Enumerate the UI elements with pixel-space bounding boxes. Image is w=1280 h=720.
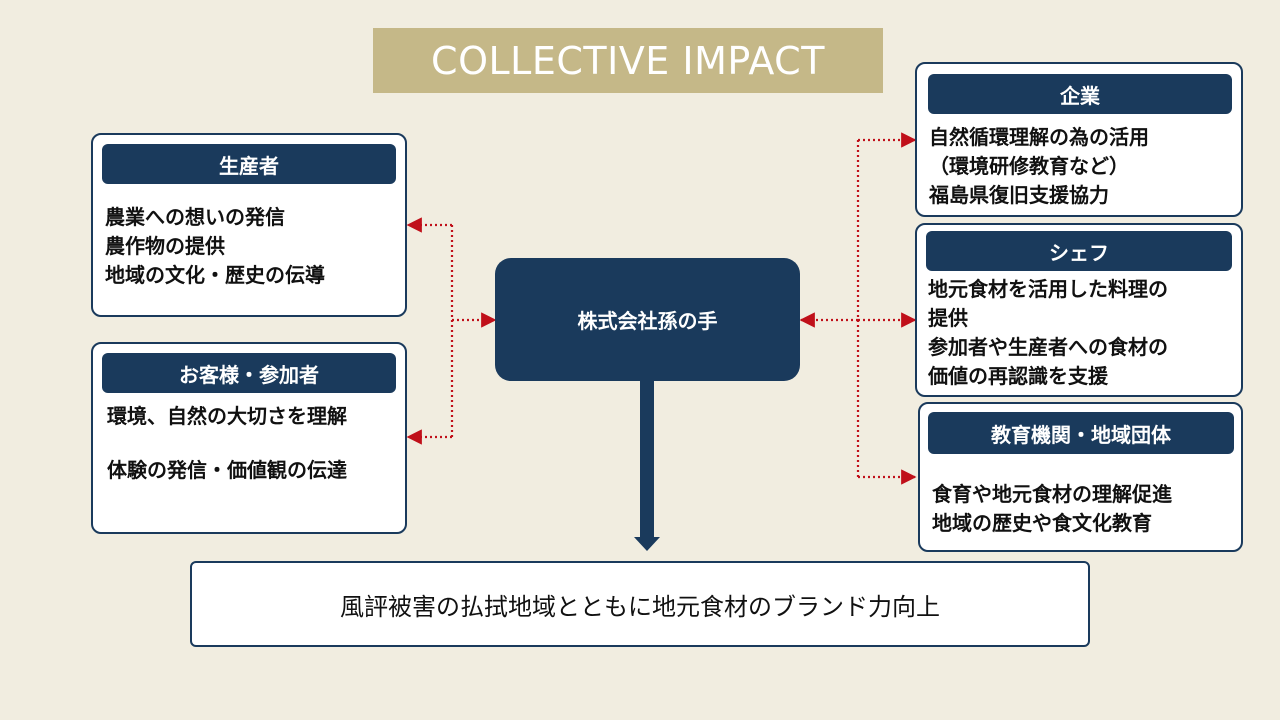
card-line: （環境研修教育など） [929,154,1129,178]
card-header-customer: お客様・参加者 [102,353,396,393]
card-line: 価値の再認識を支援 [928,364,1108,388]
title-text: COLLECTIVE IMPACT [431,38,825,83]
card-customer: お客様・参加者 環境、自然の大切さを理解 体験の発信・価値観の伝達 [91,342,407,534]
card-line: 体験の発信・価値観の伝達 [107,458,347,482]
card-header-chef: シェフ [926,231,1232,271]
card-header-company: 企業 [928,74,1232,114]
card-line: 地域の歴史や食文化教育 [932,511,1152,535]
result-box: 風評被害の払拭地域とともに地元食材のブランド力向上 [190,561,1090,647]
card-line: 環境、自然の大切さを理解 [107,404,347,428]
card-body-chef: 地元食材を活用した料理の 提供 参加者や生産者への食材の 価値の再認識を支援 [928,275,1168,391]
card-header-label: 企業 [1060,83,1100,108]
left-connectors [406,217,497,445]
card-body-customer: 環境、自然の大切さを理解 体験の発信・価値観の伝達 [107,403,347,484]
card-company: 企業 自然循環理解の為の活用 （環境研修教育など） 福島県復旧支援協力 [915,62,1243,217]
card-line: 自然循環理解の為の活用 [929,125,1149,149]
card-header-label: シェフ [1049,240,1109,265]
card-line [107,430,347,457]
card-line: 食育や地元食材の理解促進 [932,482,1172,506]
card-header-producer: 生産者 [102,144,396,184]
card-line: 福島県復旧支援協力 [929,183,1109,207]
card-body-producer: 農業への想いの発信 農作物の提供 地域の文化・歴史の伝導 [105,203,325,290]
card-education: 教育機関・地域団体 食育や地元食材の理解促進 地域の歴史や食文化教育 [918,402,1243,552]
card-line: 参加者や生産者への食材の [928,335,1168,359]
card-header-education: 教育機関・地域団体 [928,412,1234,454]
card-body-company: 自然循環理解の為の活用 （環境研修教育など） 福島県復旧支援協力 [929,123,1149,210]
card-chef: シェフ 地元食材を活用した料理の 提供 参加者や生産者への食材の 価値の再認識を… [915,223,1243,397]
card-header-label: 生産者 [219,153,279,178]
result-label: 風評被害の払拭地域とともに地元食材のブランド力向上 [340,592,940,621]
center-company-box: 株式会社孫の手 [495,258,800,381]
card-line: 提供 [928,306,968,330]
card-producer: 生産者 農業への想いの発信 農作物の提供 地域の文化・歴史の伝導 [91,133,407,317]
title-banner: COLLECTIVE IMPACT [373,28,883,93]
card-header-label: 教育機関・地域団体 [991,422,1171,447]
card-line: 地元食材を活用した料理の [928,277,1168,301]
card-line: 農作物の提供 [105,234,225,258]
card-line: 地域の文化・歴史の伝導 [105,263,325,287]
down-arrow [634,381,660,551]
card-line: 農業への想いの発信 [105,205,285,229]
center-label: 株式会社孫の手 [577,309,718,333]
card-header-label: お客様・参加者 [179,362,319,387]
right-connectors [799,132,917,485]
card-body-education: 食育や地元食材の理解促進 地域の歴史や食文化教育 [932,480,1172,538]
